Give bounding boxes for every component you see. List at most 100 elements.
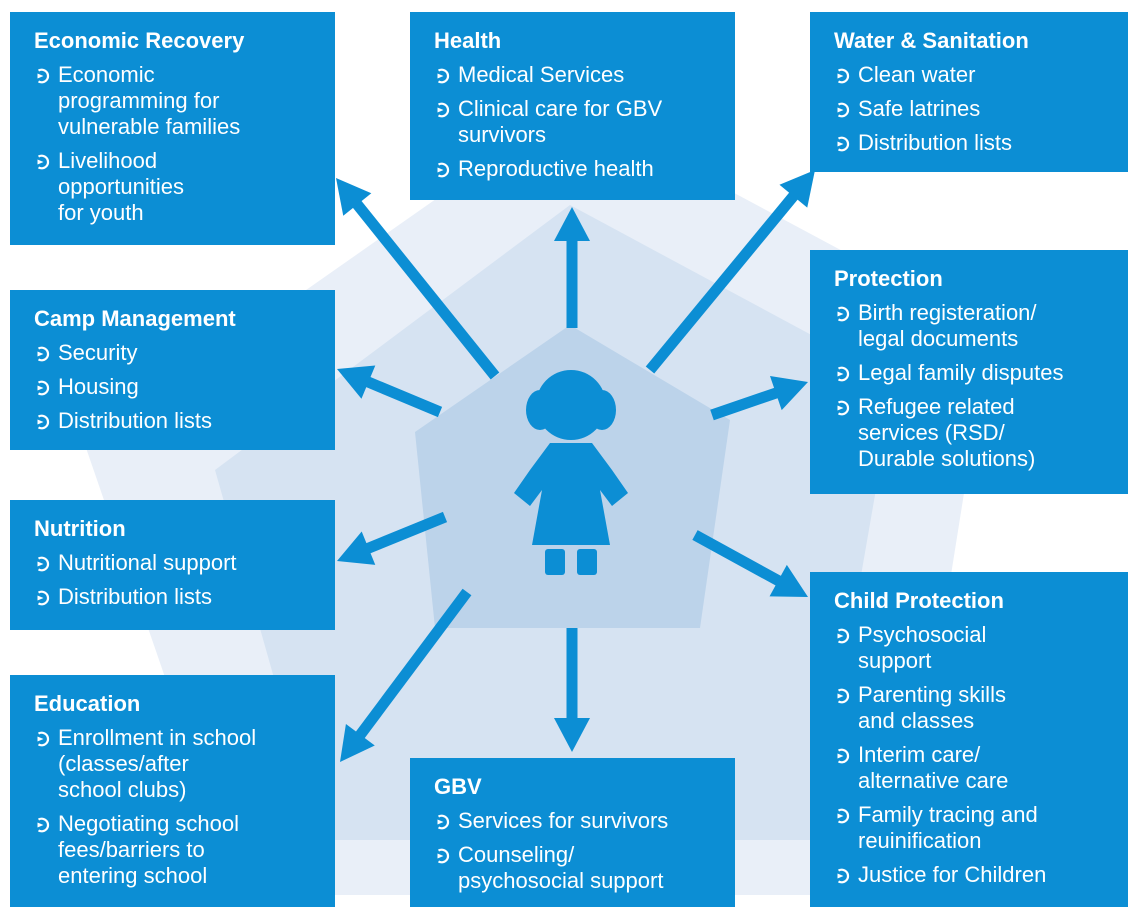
box-title: Health <box>434 28 502 53</box>
circled-arrow-icon <box>837 306 850 322</box>
box-title: Education <box>34 691 141 716</box>
list-item: Justice for Children <box>834 862 1120 888</box>
arrow-to-water-sanitation <box>645 170 815 374</box>
item-text: Birth registeration/ legal documents <box>858 300 1037 351</box>
circled-arrow-icon <box>37 414 50 430</box>
list-item: Distribution lists <box>834 130 1120 156</box>
box-title: Child Protection <box>834 588 1004 613</box>
item-text: Enrollment in school (classes/after scho… <box>58 725 257 802</box>
item-text: Psychosocial support <box>858 622 987 673</box>
list-item: Negotiating school fees/barriers to ente… <box>34 811 327 889</box>
item-text: Economic programming for vulnerable fami… <box>58 62 241 139</box>
list-item: Parenting skills and classes <box>834 682 1120 734</box>
box-title: Camp Management <box>34 306 236 331</box>
box-economic-recovery: Economic Recovery Economic programming f… <box>10 12 335 245</box>
list-item: Safe latrines <box>834 96 1120 122</box>
circled-arrow-icon <box>837 868 850 884</box>
circled-arrow-icon <box>37 817 50 833</box>
arrow-to-economic-recovery <box>336 178 500 380</box>
circled-arrow-icon <box>837 102 850 118</box>
arrow-to-child-protection <box>692 530 808 597</box>
circled-arrow-icon <box>837 400 850 416</box>
item-text: Legal family disputes <box>858 360 1064 385</box>
circled-arrow-icon <box>437 848 450 864</box>
list-item: Medical Services <box>434 62 727 88</box>
list-item: Psychosocial support <box>834 622 1120 674</box>
box-title: Water & Sanitation <box>834 28 1029 53</box>
circled-arrow-icon <box>437 814 450 830</box>
box-title: Protection <box>834 266 943 291</box>
circled-arrow-icon <box>837 688 850 704</box>
list-item: Reproductive health <box>434 156 727 182</box>
list-item: Livelihood opportunities for youth <box>34 148 327 226</box>
item-text: Clean water <box>858 62 976 87</box>
list-item: Distribution lists <box>34 408 327 434</box>
item-text: Housing <box>58 374 139 399</box>
item-text: Counseling/ psychosocial support <box>458 842 664 893</box>
list-item: Clinical care for GBV survivors <box>434 96 727 148</box>
circled-arrow-icon <box>837 628 850 644</box>
circled-arrow-icon <box>37 590 50 606</box>
item-text: Medical Services <box>458 62 625 87</box>
circled-arrow-icon <box>37 346 50 362</box>
list-item: Interim care/ alternative care <box>834 742 1120 794</box>
item-list: Enrollment in school (classes/after scho… <box>34 725 327 889</box>
box-title: GBV <box>434 774 482 799</box>
item-text: Refugee related services (RSD/ Durable s… <box>858 394 1036 471</box>
circled-arrow-icon <box>37 731 50 747</box>
list-item: Enrollment in school (classes/after scho… <box>34 725 327 803</box>
circled-arrow-icon <box>37 380 50 396</box>
arrow-to-gbv <box>554 628 590 752</box>
circled-arrow-icon <box>837 366 850 382</box>
list-item: Refugee related services (RSD/ Durable s… <box>834 394 1120 472</box>
item-text: Services for survivors <box>458 808 669 833</box>
circled-arrow-icon <box>37 154 50 170</box>
circled-arrow-icon <box>837 136 850 152</box>
circled-arrow-icon <box>37 68 50 84</box>
box-title: Nutrition <box>34 516 126 541</box>
box-title: Economic Recovery <box>34 28 245 53</box>
arrows <box>336 170 815 762</box>
child-girl-icon <box>514 370 628 575</box>
circled-arrow-icon <box>437 162 450 178</box>
item-text: Parenting skills and classes <box>858 682 1006 733</box>
list-item: Nutritional support <box>34 550 327 576</box>
circled-arrow-icon <box>37 556 50 572</box>
item-text: Security <box>58 340 138 365</box>
item-text: Family tracing and reuinification <box>858 802 1038 853</box>
list-item: Counseling/ psychosocial support <box>434 842 727 894</box>
item-text: Nutritional support <box>58 550 237 575</box>
list-item: Clean water <box>834 62 1120 88</box>
list-item: Economic programming for vulnerable fami… <box>34 62 327 140</box>
circled-arrow-icon <box>437 102 450 118</box>
list-item: Housing <box>34 374 327 400</box>
list-item: Security <box>34 340 327 366</box>
item-text: Interim care/ alternative care <box>858 742 1009 793</box>
arrow-to-camp-management <box>337 365 443 418</box>
list-item: Family tracing and reuinification <box>834 802 1120 854</box>
item-text: Distribution lists <box>58 584 213 609</box>
arrow-to-nutrition <box>337 511 448 565</box>
circled-arrow-icon <box>837 748 850 764</box>
item-text: Reproductive health <box>458 156 654 181</box>
box-education: Education Enrollment in school (classes/… <box>10 675 335 907</box>
circled-arrow-icon <box>837 68 850 84</box>
list-item: Services for survivors <box>434 808 727 834</box>
arrow-to-education <box>340 588 472 762</box>
item-text: Justice for Children <box>858 862 1047 887</box>
list-item: Birth registeration/ legal documents <box>834 300 1120 352</box>
arrow-to-health <box>554 207 590 328</box>
